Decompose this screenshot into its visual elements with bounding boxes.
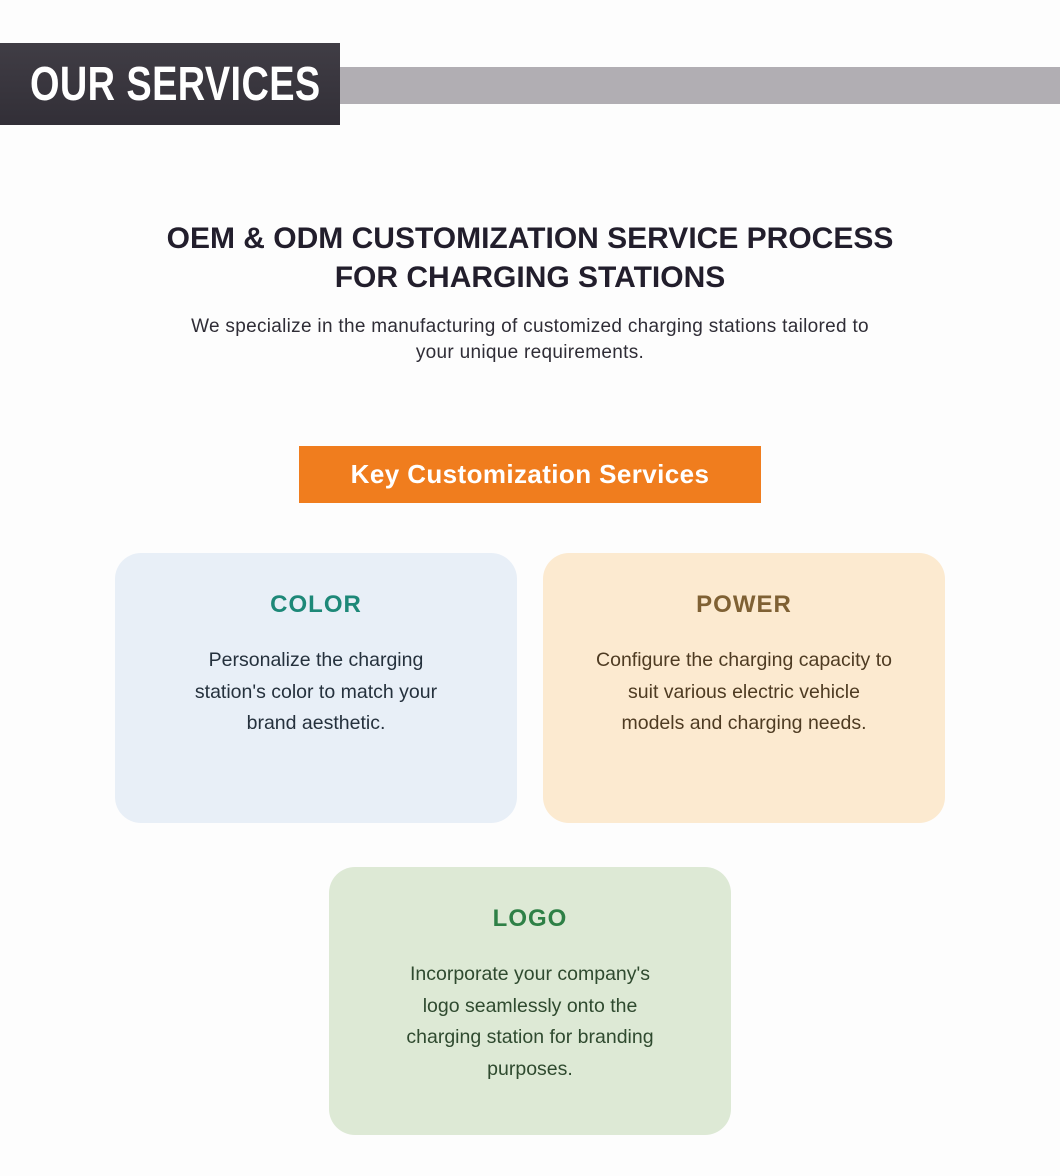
card-logo: LOGO Incorporate your company's logo sea…: [315, 857, 734, 1143]
key-services-banner-label: Key Customization Services: [350, 459, 710, 489]
section-subtitle: We specialize in the manufacturing of cu…: [191, 316, 869, 363]
customization-cards-row: COLOR Personalize the charging station's…: [101, 543, 948, 831]
section-title: OEM & ODM CUSTOMIZATION SERVICE PROCESS …: [0, 219, 1060, 297]
card-logo-body: Incorporate your company's logo seamless…: [406, 963, 654, 1080]
card-power-body: Configure the charging capacity to suit …: [596, 649, 892, 734]
card-power: POWER Configure the charging capacity to…: [529, 543, 948, 831]
card-color-body: Personalize the charging station's color…: [194, 649, 438, 734]
card-power-title: POWER: [696, 591, 792, 618]
section-title-line-2: FOR CHARGING STATIONS: [334, 261, 726, 294]
section-title-line-1: OEM & ODM CUSTOMIZATION SERVICE PROCESS: [166, 222, 894, 255]
header-divider-bar: [320, 67, 1060, 104]
card-logo-title: LOGO: [492, 905, 568, 932]
card-color-title: COLOR: [270, 591, 362, 618]
our-services-ribbon: OUR SERVICES: [0, 43, 340, 125]
card-color: COLOR Personalize the charging station's…: [101, 543, 520, 831]
our-services-label: OUR SERVICES: [30, 57, 321, 111]
key-services-banner[interactable]: Key Customization Services: [299, 446, 761, 503]
